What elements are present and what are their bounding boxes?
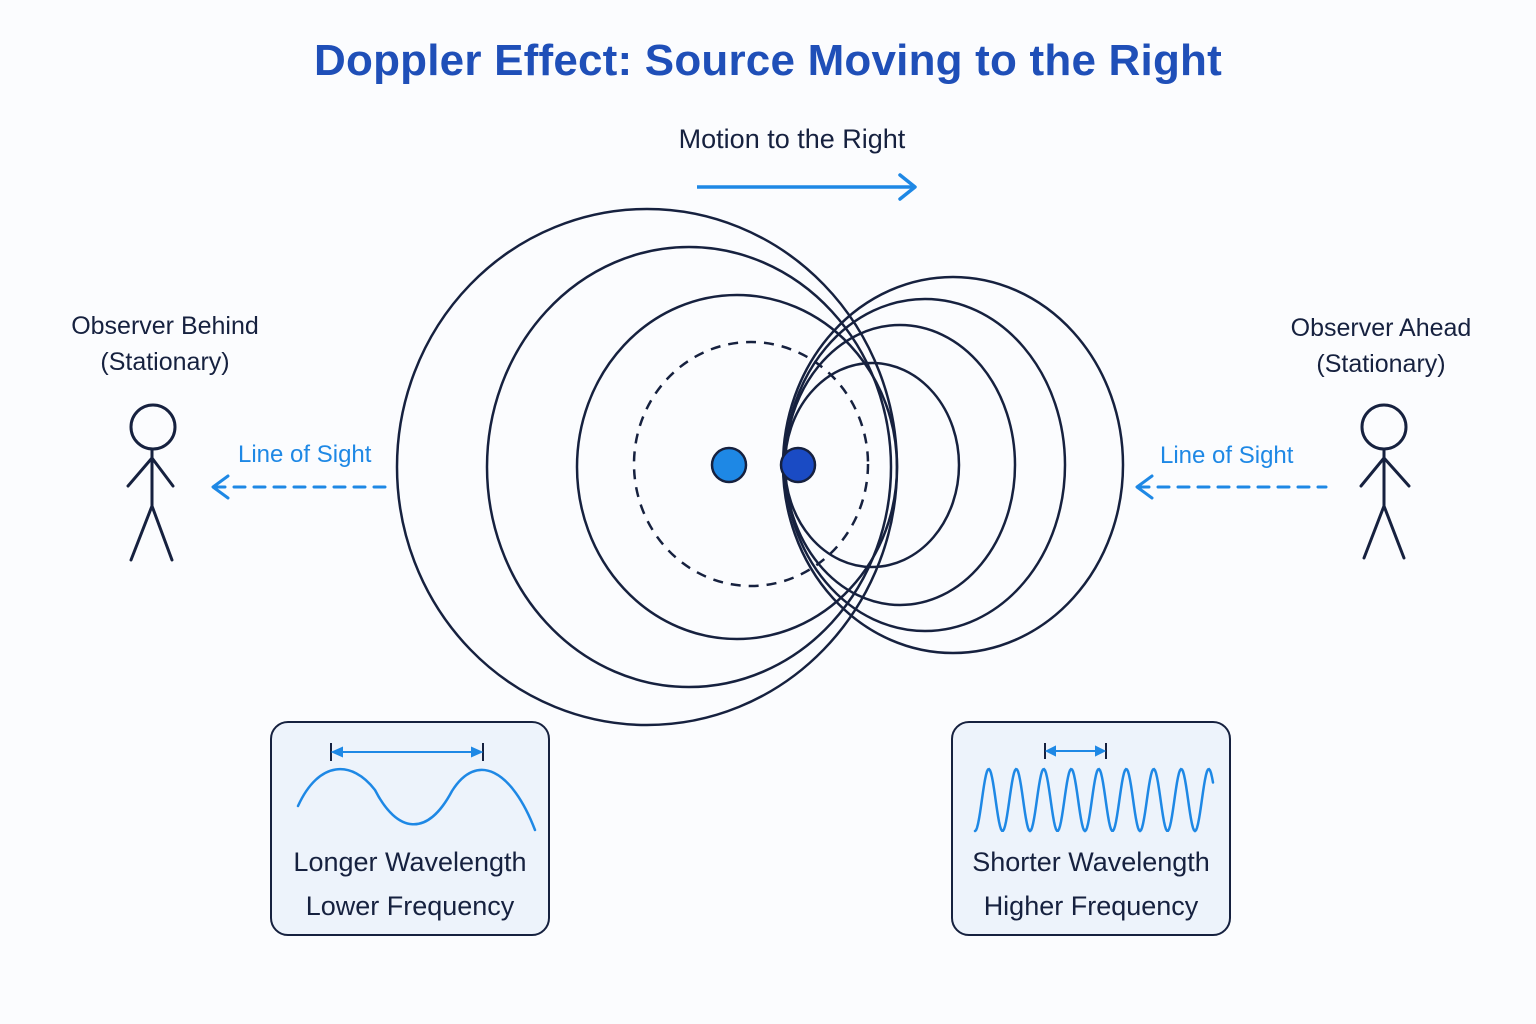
- observer-ahead-line1: Observer Ahead: [1290, 314, 1472, 342]
- line-of-sight-right-label: Line of Sight: [1160, 442, 1294, 469]
- shorter-wavelength-box: Shorter Wavelength Higher Frequency: [951, 721, 1231, 936]
- source-current-position: [779, 446, 817, 484]
- wavelength-marker-icon: [330, 743, 484, 761]
- short-wave: [973, 767, 1215, 833]
- longer-wavelength-label: Longer Wavelength: [293, 847, 527, 877]
- wavefront-2: [485, 245, 893, 689]
- observer-behind-label: Observer Behind (Stationary): [15, 308, 315, 380]
- wavefront-3: [575, 293, 899, 641]
- observer-figure-icon: [126, 403, 177, 562]
- wavelength-marker-icon: [1044, 743, 1107, 759]
- observer-figure-icon: [1359, 403, 1411, 560]
- line-of-sight-arrow-icon: [211, 474, 390, 500]
- long-wave-graphic: [296, 743, 537, 832]
- observer-behind-line2: (Stationary): [100, 348, 230, 376]
- wavefront-1: [395, 207, 899, 727]
- line-of-sight-arrow-icon: [1135, 474, 1328, 500]
- long-wave: [296, 768, 537, 832]
- observer-ahead-label: Observer Ahead (Stationary): [1231, 310, 1531, 382]
- wavefronts: [395, 207, 1125, 727]
- higher-frequency-label: Higher Frequency: [983, 891, 1199, 921]
- longer-wavelength-box: Longer Wavelength Lower Frequency: [270, 721, 550, 936]
- motion-label: Motion to the Right: [678, 124, 906, 154]
- observer-ahead-line2: (Stationary): [1316, 350, 1446, 378]
- page-title: Doppler Effect: Source Moving to the Rig…: [314, 36, 1222, 85]
- shorter-wavelength-label: Shorter Wavelength: [972, 847, 1210, 877]
- short-wave-graphic: [973, 743, 1215, 833]
- wavefront-5: [783, 297, 1067, 633]
- motion-arrow-icon: [697, 173, 917, 201]
- line-of-sight-left-label: Line of Sight: [238, 441, 372, 468]
- wavefront-4: [781, 275, 1125, 655]
- source-earlier-position: [710, 446, 748, 484]
- wavefront-dashed: [632, 340, 870, 588]
- lower-frequency-label: Lower Frequency: [305, 891, 515, 921]
- observer-behind-line1: Observer Behind: [71, 312, 259, 340]
